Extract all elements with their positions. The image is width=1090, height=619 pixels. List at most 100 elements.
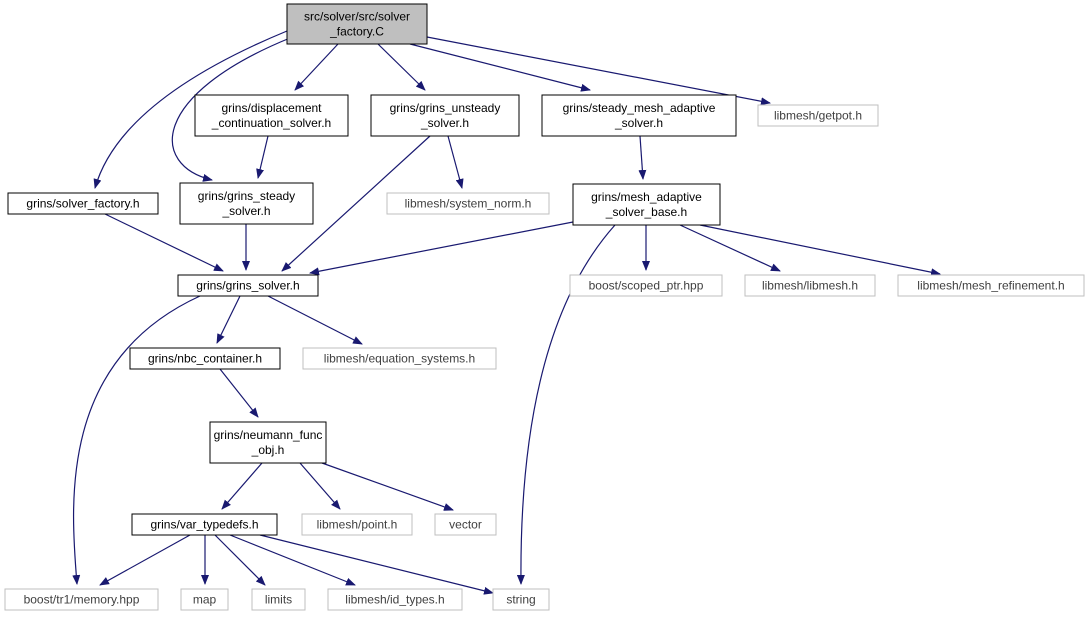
node-label: grins/displacement: [221, 101, 322, 115]
node-label: src/solver/src/solver: [304, 10, 410, 24]
node-var-typedefs[interactable]: grins/var_typedefs.h: [131, 513, 278, 536]
node-label: libmesh/id_types.h: [345, 593, 444, 607]
node-label: _continuation_solver.h: [211, 116, 331, 130]
edge-solver-factory-c-to-steady-mesh-adaptive-solver: [409, 43, 591, 92]
edge-nbc-container-to-neumann-func-obj: [219, 368, 259, 418]
node-libmesh-getpot: libmesh/getpot.h: [757, 104, 879, 127]
edge-solver-factory-c-to-libmesh-getpot: [426, 36, 771, 106]
node-box: [129, 347, 281, 370]
node-label: boost/tr1/memory.hpp: [24, 593, 140, 607]
node-box: [301, 513, 413, 536]
node-box: [572, 183, 721, 226]
node-box: [492, 588, 550, 611]
edge-neumann-func-obj-to-vector: [321, 462, 454, 511]
node-box: [744, 274, 876, 297]
edge-mesh-adaptive-solver-base-to-libmesh-libmesh: [679, 224, 781, 272]
edge-solver-factory-h-to-grins-solver: [104, 213, 224, 272]
node-box: [131, 513, 278, 536]
edge-mesh-adaptive-solver-base-to-libmesh-mesh-refinement: [699, 224, 941, 277]
node-boost-tr1-memory: boost/tr1/memory.hpp: [4, 588, 159, 611]
node-box: [194, 94, 349, 137]
node-label: grins/grins_unsteady: [390, 101, 501, 115]
edge-neumann-func-obj-to-var-typedefs: [221, 462, 263, 510]
node-libmesh-id-types: libmesh/id_types.h: [327, 588, 463, 611]
edge-grins-solver-to-nbc-container: [216, 295, 241, 344]
edge-solver-factory-c-to-grins-unsteady-solver: [377, 43, 426, 91]
node-string: string: [492, 588, 550, 611]
node-neumann-func-obj[interactable]: grins/neumann_func_obj.h: [209, 421, 327, 464]
node-solver-factory-h[interactable]: grins/solver_factory.h: [7, 192, 159, 215]
node-grins-solver[interactable]: grins/grins_solver.h: [177, 274, 319, 297]
edge-var-typedefs-to-boost-tr1-memory: [99, 534, 191, 586]
node-label: libmesh/equation_systems.h: [324, 352, 475, 366]
node-label: _obj.h: [251, 443, 285, 457]
node-label: _factory.C: [329, 25, 384, 39]
node-libmesh-libmesh: libmesh/libmesh.h: [744, 274, 876, 297]
node-box: [179, 182, 314, 225]
edge-grins-unsteady-solver-to-libmesh-system-norm: [447, 135, 464, 189]
node-label: boost/scoped_ptr.hpp: [589, 279, 704, 293]
node-libmesh-mesh-refinement: libmesh/mesh_refinement.h: [897, 274, 1085, 297]
node-box: [327, 588, 463, 611]
node-label: _solver.h: [614, 116, 663, 130]
node-grins-unsteady-solver[interactable]: grins/grins_unsteady_solver.h: [370, 94, 520, 137]
edge-grins-solver-to-libmesh-equation-systems: [267, 295, 363, 345]
node-label: grins/var_typedefs.h: [150, 518, 258, 532]
node-libmesh-equation-systems: libmesh/equation_systems.h: [302, 347, 497, 370]
node-box: [302, 347, 497, 370]
node-libmesh-point: libmesh/point.h: [301, 513, 413, 536]
node-label: libmesh/getpot.h: [774, 109, 862, 123]
node-displacement-continuation-solver[interactable]: grins/displacement_continuation_solver.h: [194, 94, 349, 137]
edge-grins-unsteady-solver-to-grins-solver: [281, 135, 431, 272]
node-map: map: [180, 588, 229, 611]
node-box: [897, 274, 1085, 297]
node-label: grins/steady_mesh_adaptive: [563, 101, 716, 115]
node-box: [251, 588, 306, 611]
node-box: [177, 274, 319, 297]
node-label: libmesh/mesh_refinement.h: [917, 279, 1064, 293]
node-steady-mesh-adaptive-solver[interactable]: grins/steady_mesh_adaptive_solver.h: [541, 94, 737, 137]
node-box: [4, 588, 159, 611]
node-mesh-adaptive-solver-base[interactable]: grins/mesh_adaptive_solver_base.h: [572, 183, 721, 226]
node-box: [434, 513, 497, 536]
node-label: limits: [265, 593, 292, 607]
node-label: _solver.h: [420, 116, 469, 130]
node-limits: limits: [251, 588, 306, 611]
node-box: [286, 3, 428, 45]
edge-mesh-adaptive-solver-base-to-string: [516, 224, 616, 585]
node-box: [757, 104, 879, 127]
node-label: string: [506, 593, 535, 607]
edge-solver-factory-c-to-solver-factory-h: [93, 30, 288, 189]
node-box: [569, 274, 723, 297]
node-libmesh-system-norm: libmesh/system_norm.h: [386, 192, 550, 215]
edge-neumann-func-obj-to-libmesh-point: [299, 462, 341, 510]
node-label: grins/grins_solver.h: [196, 279, 299, 293]
edge-var-typedefs-to-limits: [214, 534, 266, 586]
node-label: map: [193, 593, 217, 607]
nodes-layer: src/solver/src/solver_factory.C grins/dis…: [4, 3, 1085, 611]
edge-var-typedefs-to-string: [259, 534, 494, 595]
node-label: grins/nbc_container.h: [148, 352, 262, 366]
node-box: [209, 421, 327, 464]
node-box: [370, 94, 520, 137]
node-box: [386, 192, 550, 215]
node-grins-steady-solver[interactable]: grins/grins_steady_solver.h: [179, 182, 314, 225]
edges-layer: [72, 30, 941, 595]
node-box: [541, 94, 737, 137]
node-solver-factory-c[interactable]: src/solver/src/solver_factory.C: [286, 3, 428, 45]
node-label: grins/mesh_adaptive: [591, 190, 702, 204]
node-label: libmesh/system_norm.h: [405, 197, 532, 211]
node-label: _solver.h: [221, 204, 270, 218]
edge-var-typedefs-to-libmesh-id-types: [229, 534, 356, 586]
edge-displacement-continuation-solver-to-grins-steady-solver: [256, 135, 269, 179]
node-label: libmesh/libmesh.h: [762, 279, 858, 293]
edge-grins-solver-to-boost-tr1-memory: [72, 295, 201, 585]
node-label: grins/grins_steady: [198, 189, 295, 203]
edge-solver-factory-c-to-grins-steady-solver: [171, 37, 291, 182]
node-vector: vector: [434, 513, 497, 536]
edge-solver-factory-c-to-displacement-continuation-solver: [294, 43, 339, 91]
edge-steady-mesh-adaptive-solver-to-mesh-adaptive-solver-base: [638, 135, 647, 180]
node-label: vector: [449, 518, 482, 532]
node-nbc-container[interactable]: grins/nbc_container.h: [129, 347, 281, 370]
